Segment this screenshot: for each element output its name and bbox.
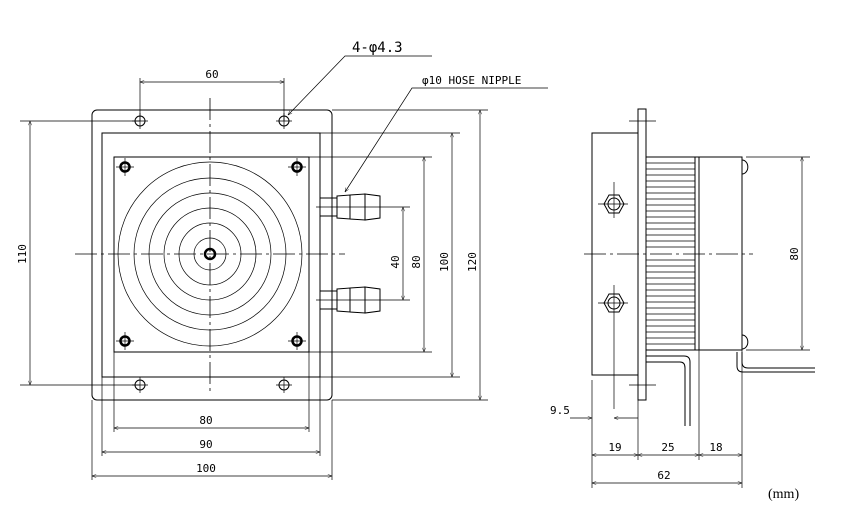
unit-label: (mm)	[768, 487, 799, 502]
dim-90: 90	[199, 438, 212, 451]
nipple-label: φ10 HOSE NIPPLE	[422, 74, 521, 87]
motor-ribs	[645, 156, 696, 351]
dim-40: 40	[389, 255, 402, 268]
mounting-holes	[132, 113, 292, 393]
inner-plate	[101, 132, 321, 378]
wires	[646, 352, 815, 426]
dim-120: 120	[466, 252, 479, 272]
dim-100-bottom: 100	[196, 462, 216, 475]
dim-62: 62	[657, 469, 670, 482]
side-view: 80 9.5 19 25 18 62	[550, 108, 815, 488]
front-view: 60 110 40 80 100 120 80 90 100 4-φ4.3 φ1…	[16, 40, 548, 480]
dim-25: 25	[661, 441, 674, 454]
motor-cylinder	[698, 156, 743, 351]
dim-19: 19	[608, 441, 621, 454]
hose-nipple-bottom	[316, 286, 410, 314]
dim-100-right: 100	[438, 252, 451, 272]
dim-80-side: 80	[788, 247, 801, 260]
hose-nipple-top	[316, 193, 410, 221]
dim-60: 60	[205, 68, 218, 81]
screws	[116, 158, 306, 350]
outer-plate	[91, 109, 333, 401]
dim-80-right: 80	[410, 255, 423, 268]
mounting-plate	[637, 108, 647, 401]
dim-9-5: 9.5	[550, 404, 570, 417]
dim-80-bottom: 80	[199, 414, 212, 427]
nut-bottom	[598, 285, 628, 409]
holes-label: 4-φ4.3	[352, 40, 403, 56]
dim-110: 110	[16, 244, 29, 264]
pump-head	[113, 156, 310, 353]
dim-18: 18	[709, 441, 722, 454]
nut-top	[598, 182, 628, 218]
